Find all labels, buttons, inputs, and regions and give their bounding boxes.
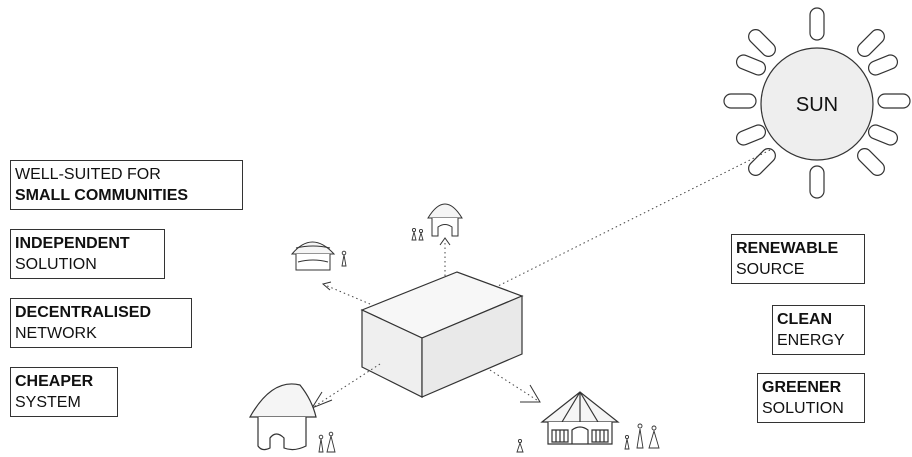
sun-to-box-line [462,150,770,304]
label-text: SOLUTION [762,398,860,419]
label-text: NETWORK [15,323,187,344]
person-icon [412,228,423,240]
label-clean: CLEAN ENERGY [772,305,865,355]
line-to-bottom-right-hut [490,370,540,402]
hut-icon [250,384,316,450]
sun-ray [746,27,779,60]
sun-ray [855,146,888,179]
sun-ray [866,53,899,77]
label-renewable: RENEWABLE SOURCE [731,234,865,284]
hut-icon [292,242,334,270]
sun-ray [878,94,910,108]
label-text-bold: GREENER [762,377,860,398]
label-text-bold: RENEWABLE [736,238,860,259]
label-cheaper: CHEAPER SYSTEM [10,367,118,417]
label-text: SYSTEM [15,392,113,413]
sun-ray [810,8,824,40]
label-independent: INDEPENDENT SOLUTION [10,229,165,279]
hut-icon [428,204,462,236]
person-icon [342,251,346,266]
label-small-communities: WELL-SUITED FOR SMALL COMMUNITIES [10,160,243,210]
battery-box-icon [362,272,522,397]
line-to-left-hut [325,285,370,304]
sun-ray [734,53,767,77]
label-text-bold: INDEPENDENT [15,233,160,254]
label-text-bold: SMALL COMMUNITIES [15,185,238,206]
label-text: WELL-SUITED FOR [15,164,238,185]
label-greener: GREENER SOLUTION [757,373,865,423]
hut-icon [542,392,618,444]
label-text: ENERGY [777,330,860,351]
sun-ray [734,123,767,147]
label-text-bold: CHEAPER [15,371,113,392]
label-text: SOLUTION [15,254,160,275]
sun-ray [810,166,824,198]
sun-ray [855,27,888,60]
sun-label: SUN [796,94,838,116]
sun-ray [746,146,779,179]
sun-ray [866,123,899,147]
label-decentralised: DECENTRALISED NETWORK [10,298,192,348]
person-icon [319,432,335,452]
label-text: SOURCE [736,259,860,280]
sun-ray [724,94,756,108]
label-text-bold: DECENTRALISED [15,302,187,323]
label-text-bold: CLEAN [777,309,860,330]
